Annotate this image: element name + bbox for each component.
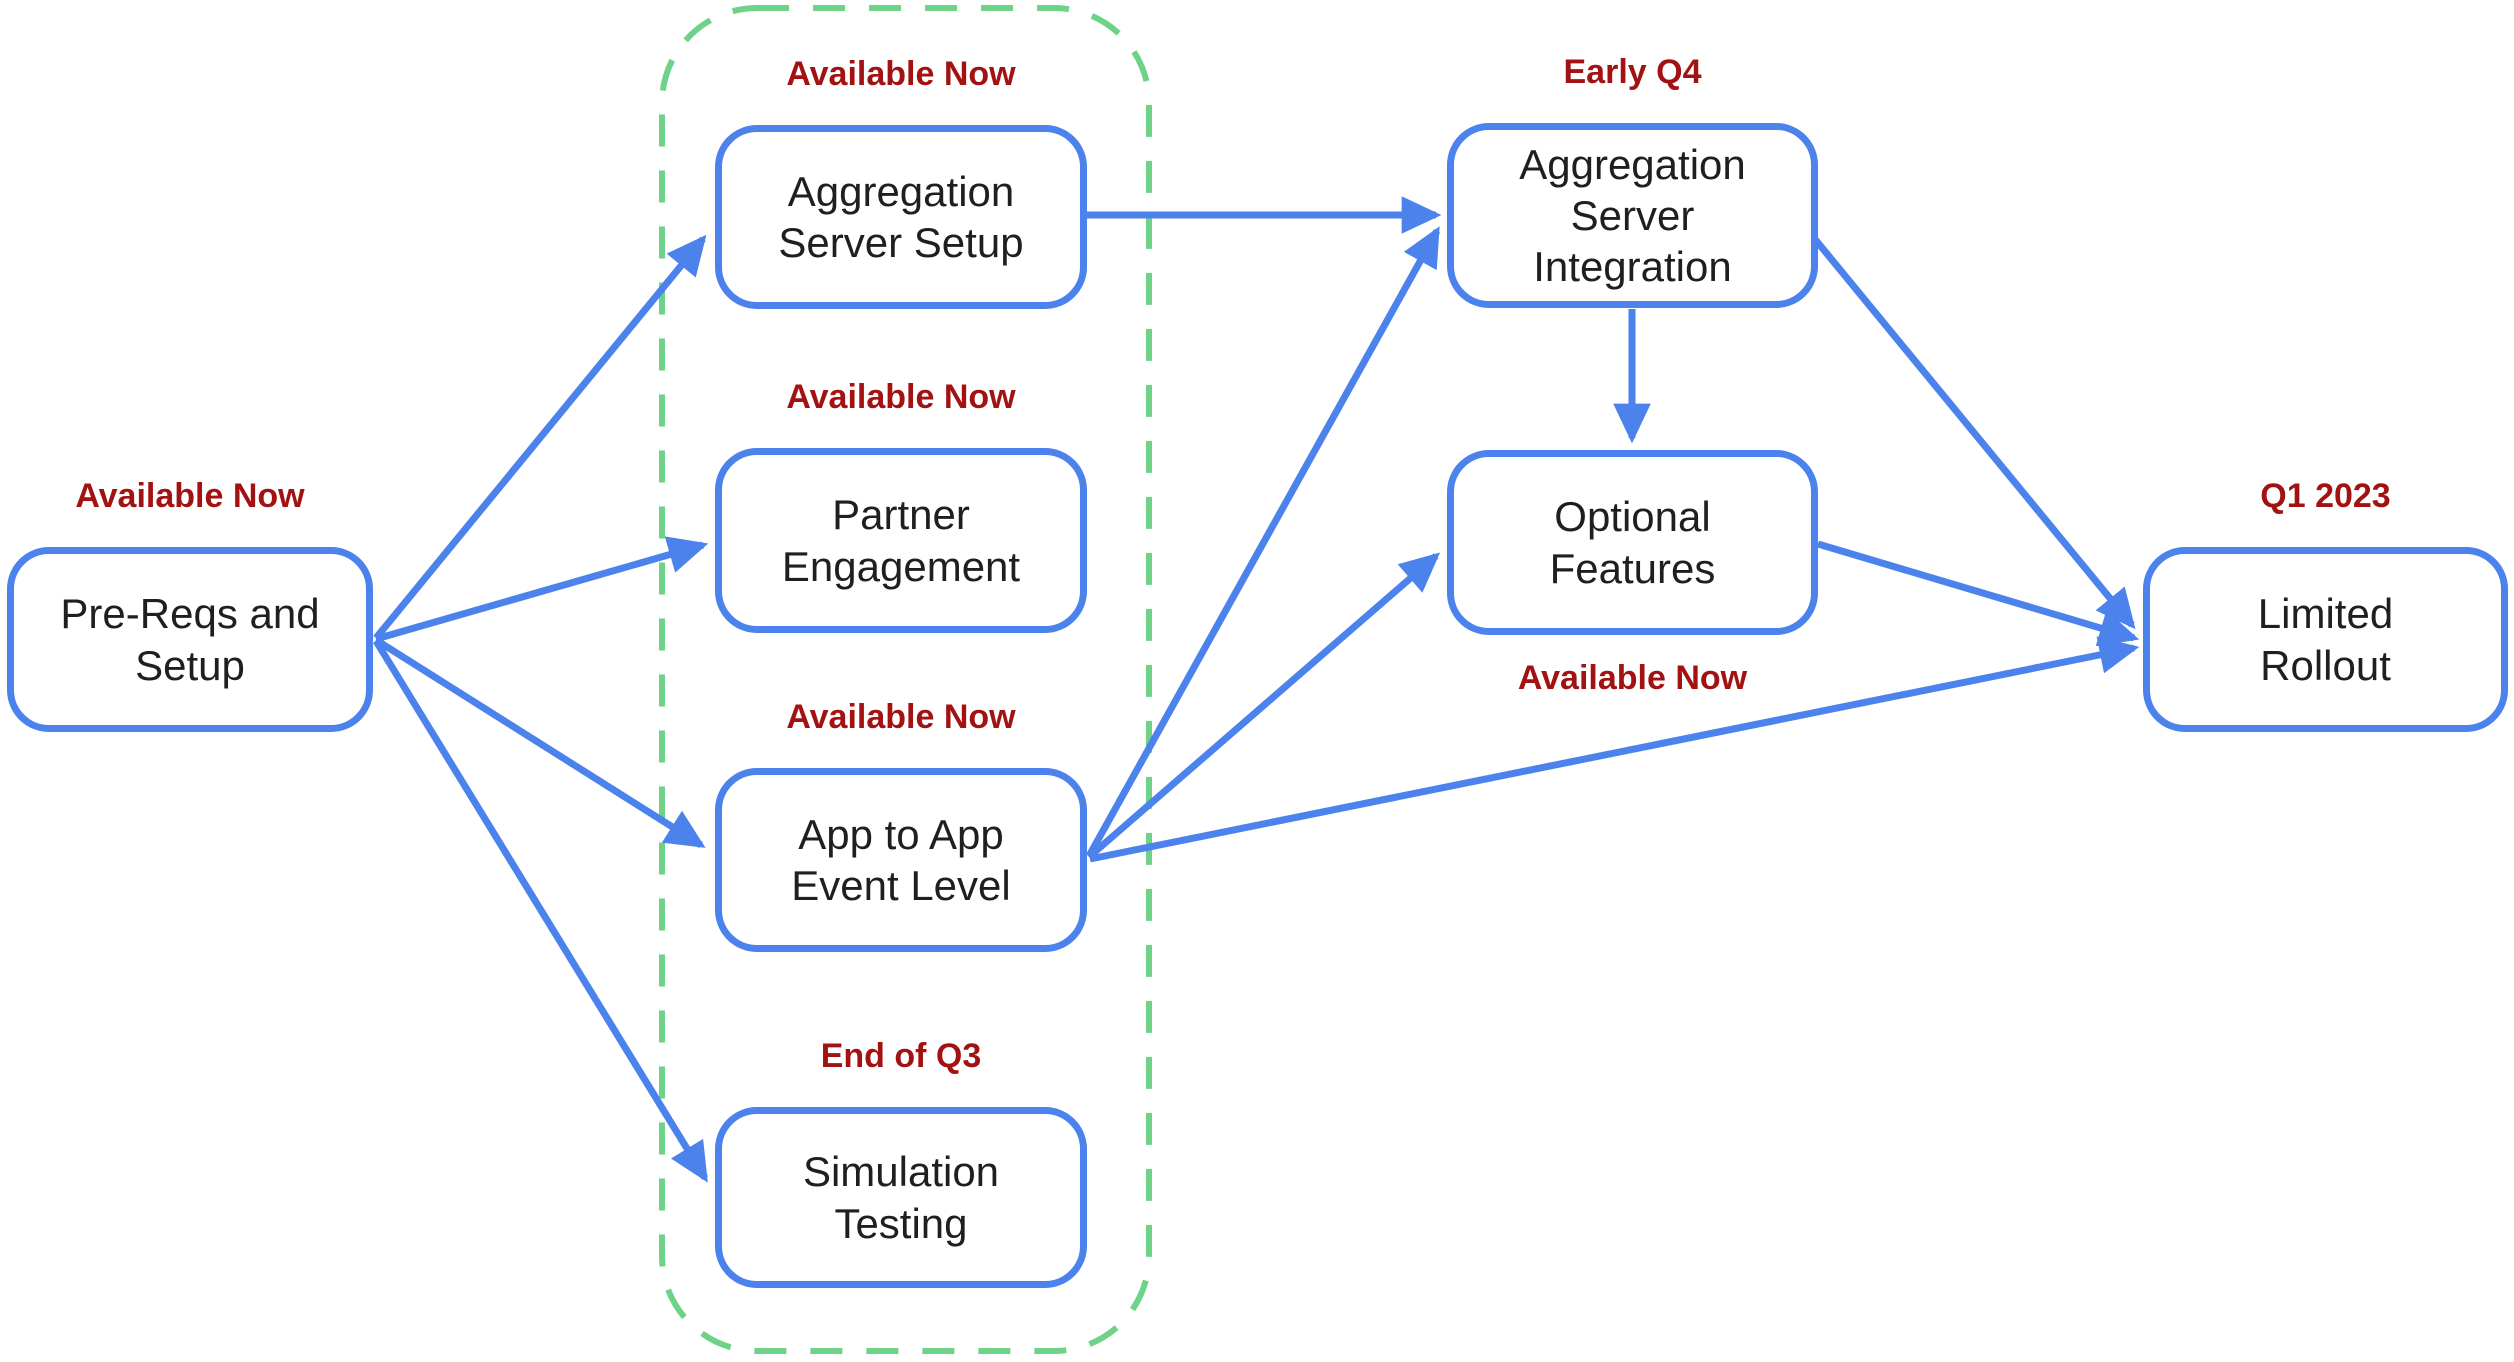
node-label-line: Testing	[834, 1199, 968, 1247]
node-label-line: Rollout	[2260, 641, 2391, 689]
node-label-line: Engagement	[781, 542, 1021, 590]
node-label-line: Features	[1549, 544, 1716, 592]
status-label-limited-rollout: Q1 2023	[2260, 477, 2391, 515]
edge-pre-reqs-and-setup-to-simulation-testing	[373, 639, 708, 1183]
available-now-group-outline	[659, 5, 1152, 1354]
node-label-line: App to App	[798, 810, 1004, 858]
node-label-line: Setup	[135, 641, 245, 689]
node-label-line: Optional	[1554, 493, 1711, 541]
node-label-line: Integration	[1533, 243, 1732, 291]
node-label-line: Server Setup	[778, 219, 1024, 266]
edge-optional-features-to-limited-rollout	[1817, 540, 2140, 647]
status-label-aggregation-server-integration: Early Q4	[1563, 53, 1702, 91]
node-label-line: Event Level	[791, 862, 1011, 909]
available-now-group	[659, 5, 1152, 1354]
status-label-partner-engagement: Available Now	[786, 378, 1016, 416]
node-label-line: Pre-Reqs and	[60, 590, 320, 638]
node-label-line: Simulation	[802, 1148, 1000, 1196]
status-label-pre-reqs-and-setup: Available Now	[75, 477, 305, 515]
edge-pre-reqs-and-setup-to-app-to-app-event-level	[374, 637, 706, 848]
edge-app-to-app-event-level-to-limited-rollout	[1089, 636, 2140, 863]
node-label-line: Aggregation	[787, 167, 1015, 215]
edge-pre-reqs-and-setup-to-aggregation-server-setup	[373, 234, 707, 641]
edge-pre-reqs-and-setup-to-partner-engagement	[375, 536, 709, 643]
status-label-app-to-app-event-level: Available Now	[786, 698, 1016, 736]
edge-aggregation-server-integration-to-limited-rollout	[1811, 235, 2136, 630]
node-label-line: Partner	[832, 491, 970, 539]
node-label-line: Server	[1570, 191, 1695, 239]
node-label-line: Aggregation	[1519, 140, 1746, 188]
status-label-aggregation-server-setup: Available Now	[786, 55, 1016, 93]
edge-app-to-app-event-level-to-optional-features	[1086, 552, 1441, 860]
status-label-simulation-testing: End of Q3	[820, 1037, 982, 1075]
status-label-optional-features: Available Now	[1517, 659, 1748, 697]
node-label-line: Limited	[2257, 590, 2394, 638]
edge-app-to-app-event-level-to-aggregation-server-integration	[1085, 226, 1441, 858]
